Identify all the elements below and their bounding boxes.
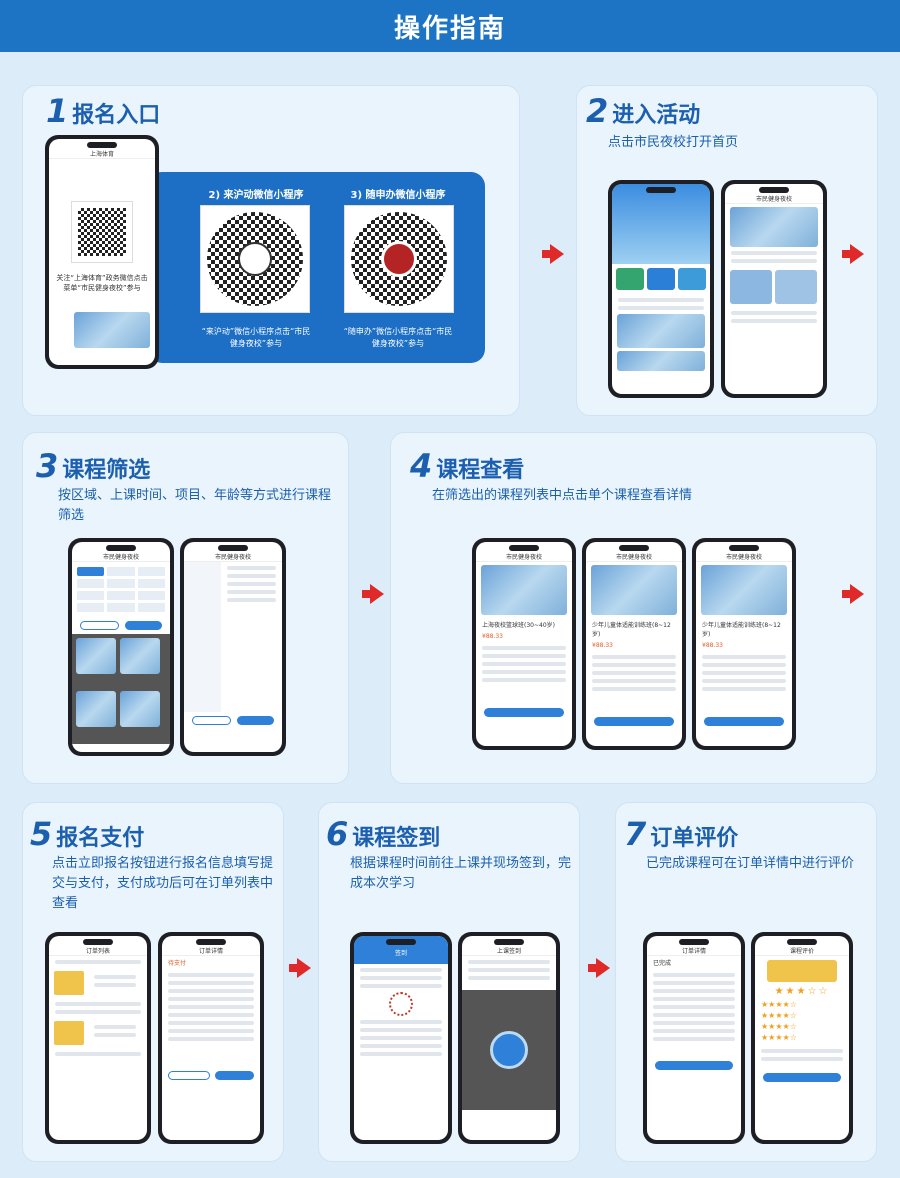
rating-stars[interactable]: ★★★☆☆ [774, 986, 830, 997]
step-3-desc: 按区域、上课时间、项目、年龄等方式进行课程筛选 [58, 488, 332, 523]
step-4-desc: 在筛选出的课程列表中点击单个课程查看详情 [432, 488, 693, 503]
step-5-desc: 点击立即报名按钮进行报名信息填写提交与支付，支付成功后可在订单列表中查看 [52, 856, 274, 911]
step-7-desc: 已完成课程可在订单详情中进行评价 [646, 856, 855, 871]
phone-home [608, 180, 714, 398]
step-6-desc: 根据课程时间前往上课并现场签到，完成本次学习 [350, 856, 572, 891]
phone-order-done: 订单详情 已完成 [643, 932, 745, 1144]
city-photo [74, 312, 150, 348]
mini2-label: 2) 来沪动微信小程序 [208, 190, 304, 201]
qr-laihudong [200, 205, 310, 313]
phone-sign-list: 签到 [350, 932, 452, 1144]
mini3-label: 3) 随申办微信小程序 [350, 190, 446, 201]
mini2-caption: “来沪动”微信小程序点击“市民健身夜校”参与 [201, 327, 311, 348]
arrow-right-icon [289, 958, 311, 978]
mini3-caption: “随申办”微信小程序点击“市民健身夜校”参与 [343, 327, 453, 348]
qr-suishenban [344, 205, 454, 313]
step-2-desc: 点击市民夜校打开首页 [608, 135, 739, 150]
phone-filter-project: 市民健身夜校 [180, 538, 286, 756]
phone-night-school: 市民健身夜校 [721, 180, 827, 398]
phone-checkin: 上课签到 [458, 932, 560, 1144]
phone-course-detail-2: 市民健身夜校 少年儿童体适能训练班(8~12岁) ¥88.33 [582, 538, 686, 750]
arrow-right-icon [542, 244, 564, 264]
phone-order-pay: 订单详情 待支付 [158, 932, 264, 1144]
page-title: 操作指南 [0, 0, 900, 52]
arrow-right-icon [842, 244, 864, 264]
phone-caption: 关注“上海体育”政务微信点击菜单“市民健身夜校”参与 [56, 274, 148, 292]
phone-course-detail-1: 市民健身夜校 上海夜校篮球班(30~40岁) ¥88.33 [472, 538, 576, 750]
phone-filter-area: 市民健身夜校 [68, 538, 174, 756]
arrow-right-icon [588, 958, 610, 978]
phone-review: 课程评价 ★★★☆☆ ★★★★☆★★★★☆★★★★☆★★★★☆ [751, 932, 853, 1144]
phone-course-detail-3: 市民健身夜校 少年儿童体适能训练班(8~12岁) ¥88.33 [692, 538, 796, 750]
qr-code [71, 201, 133, 263]
phone-order-list: 订单列表 [45, 932, 151, 1144]
arrow-right-icon [842, 584, 864, 604]
arrow-right-icon [362, 584, 384, 604]
phone-wechat: 上海体育 关注“上海体育”政务微信点击菜单“市民健身夜校”参与 [45, 135, 159, 369]
